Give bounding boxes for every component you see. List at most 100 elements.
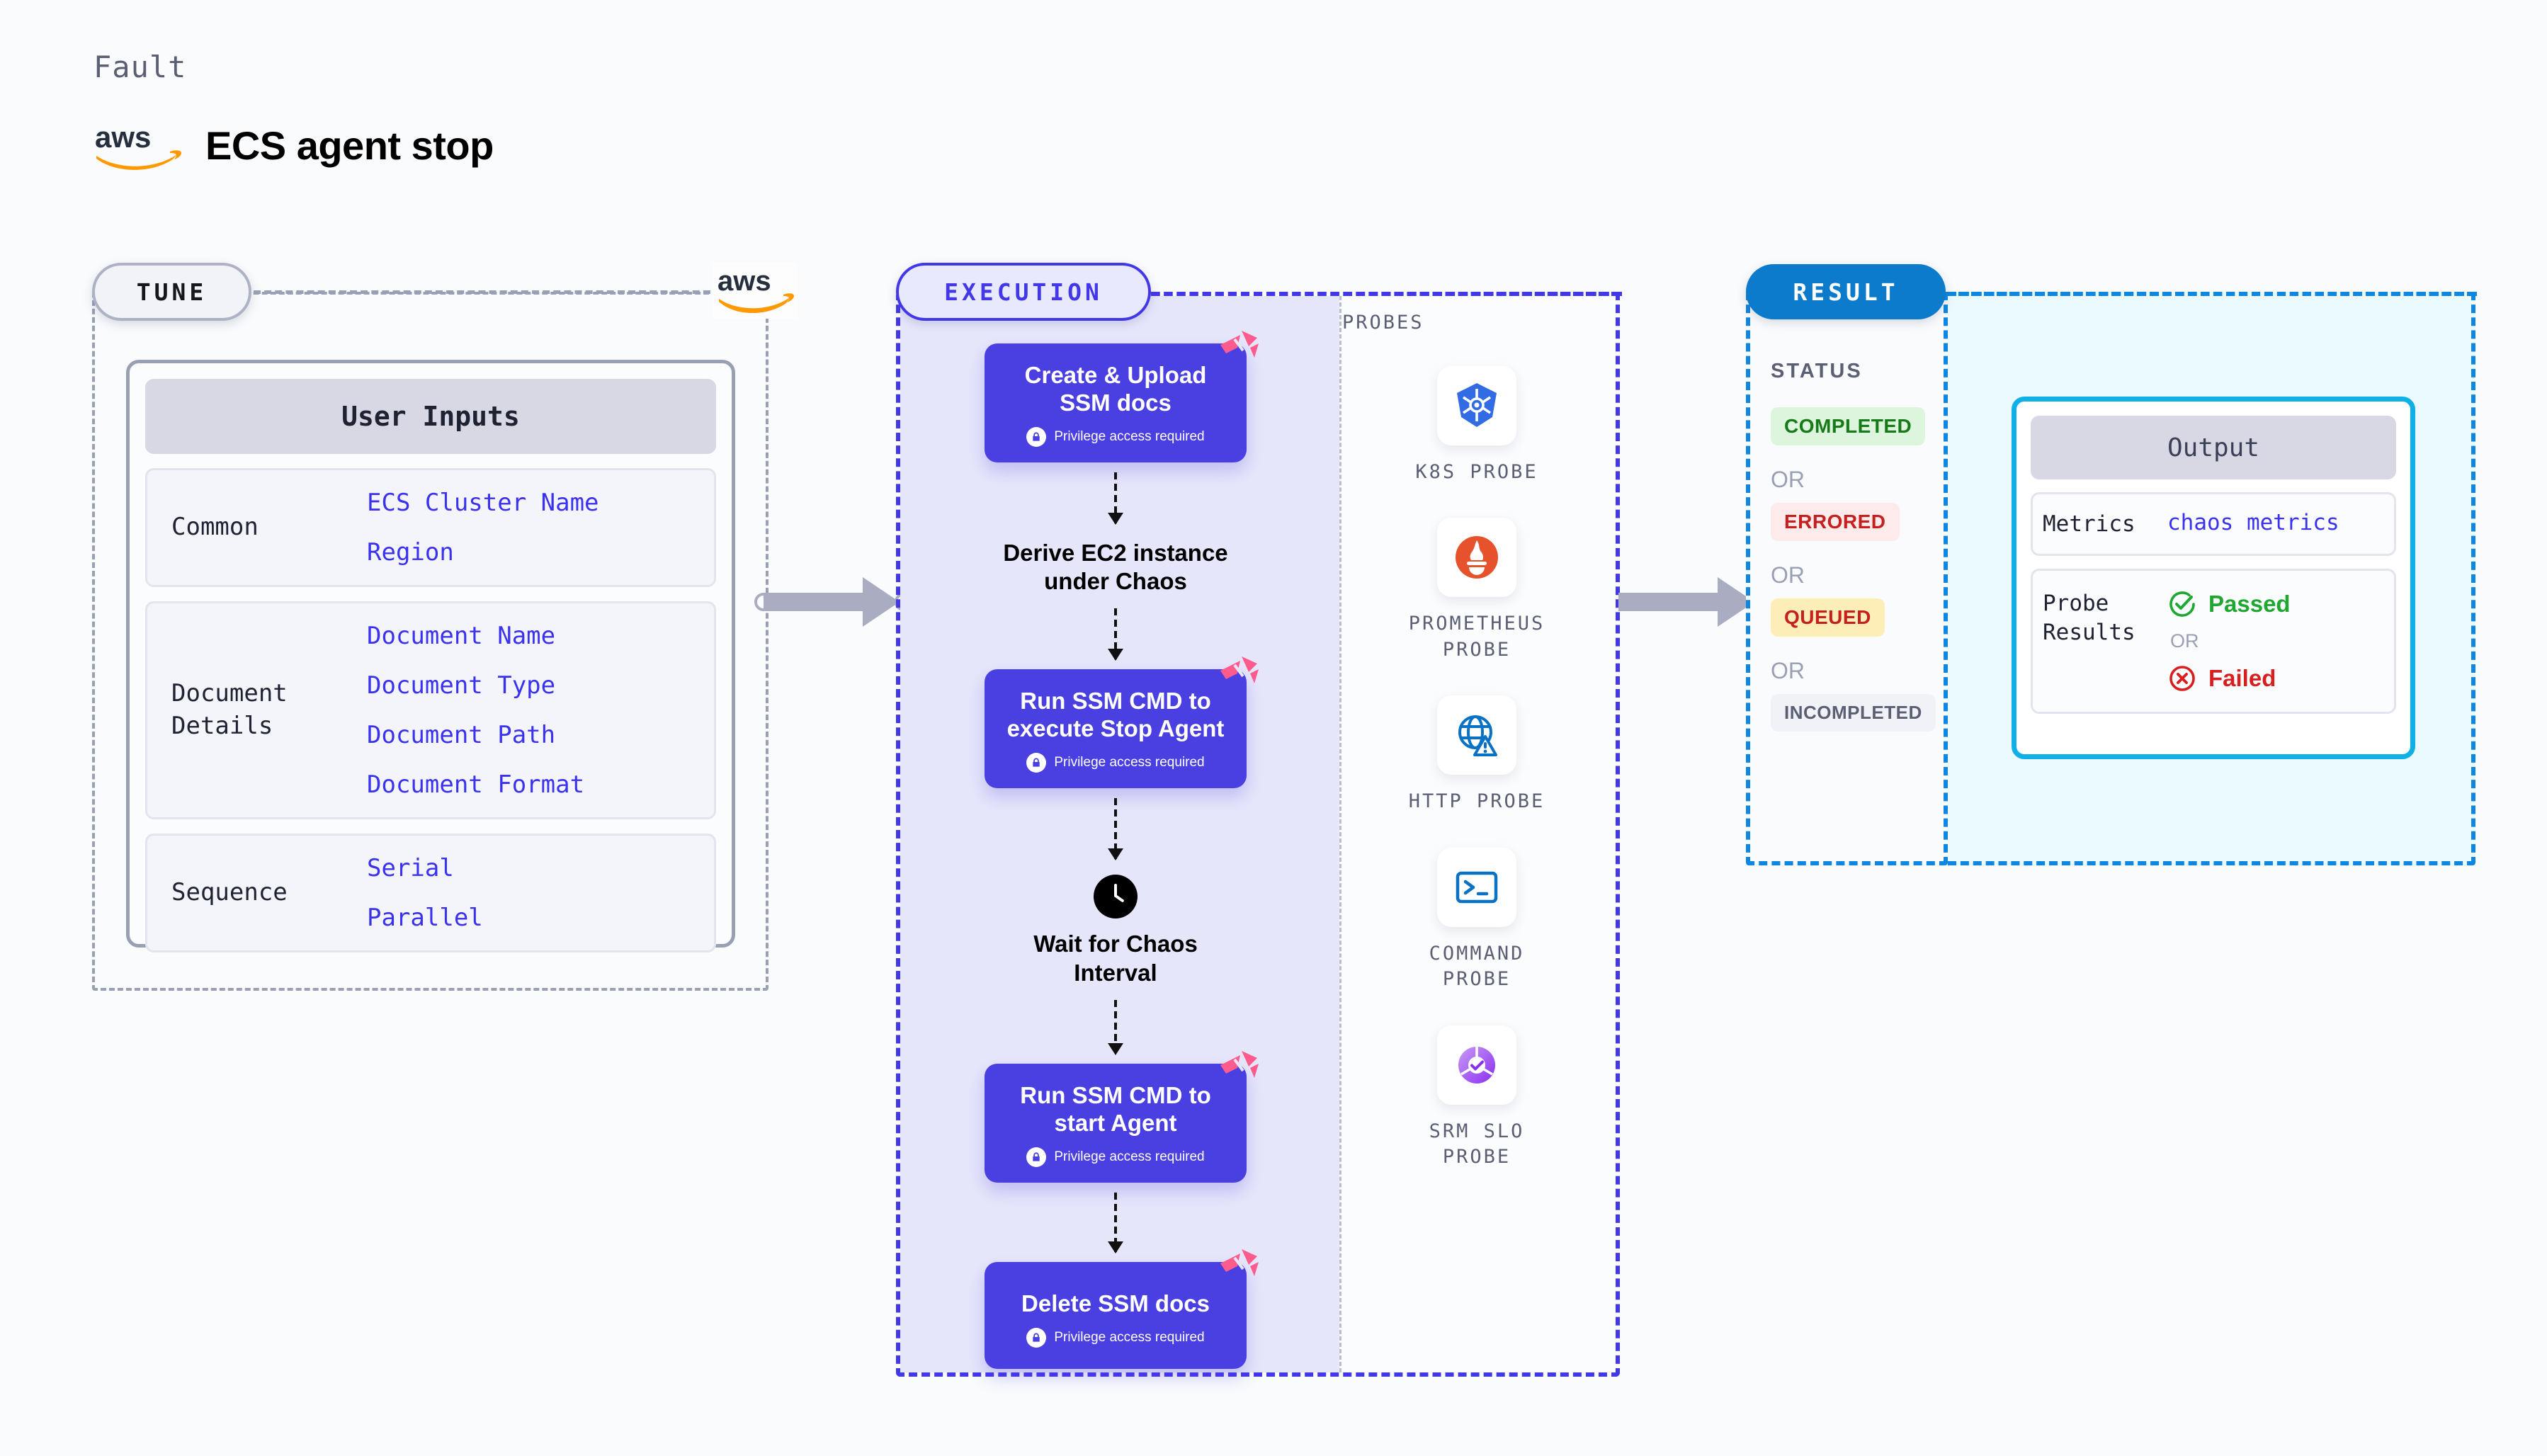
- flow-node-run-ssm-cmd-start-agent[interactable]: Run SSM CMD to start Agent Privilege acc…: [985, 1050, 1259, 1183]
- page-title-row: aws ECS agent stop: [93, 120, 494, 170]
- privilege-note-text: Privilege access required: [1054, 428, 1205, 444]
- user-inputs-title: User Inputs: [145, 379, 716, 454]
- page-title: ECS agent stop: [205, 123, 494, 168]
- probe-label: K8S PROBE: [1415, 461, 1538, 483]
- tune-section-common: Common ECS Cluster Name Region: [145, 468, 716, 587]
- aws-small-logo-icon: aws: [717, 266, 794, 314]
- litmus-chaos-flag-icon: [1220, 1249, 1259, 1276]
- status-or: OR: [1771, 658, 1805, 683]
- tune-value[interactable]: Document Format: [367, 770, 585, 799]
- execution-flow-area: [900, 296, 1339, 1372]
- execution-flow: Create & Upload SSM docs Privilege acces…: [949, 331, 1282, 1369]
- lock-icon: [1026, 1147, 1047, 1167]
- probe-label: PROMETHEUS PROBE: [1408, 613, 1545, 661]
- tune-section-label: Sequence: [171, 878, 288, 907]
- probe-result-failed: Failed: [2167, 664, 2291, 693]
- execution-panel: [896, 292, 1620, 1377]
- tune-value[interactable]: Document Name: [367, 622, 556, 650]
- tune-value[interactable]: Serial: [367, 854, 454, 882]
- flow-node-title: Run SSM CMD to execute Stop Agent: [1006, 688, 1225, 742]
- execution-badge[interactable]: EXECUTION: [896, 263, 1151, 321]
- flow-node-title: Wait for Chaos Interval: [1033, 931, 1198, 986]
- user-inputs-card: User Inputs Common ECS Cluster Name Regi…: [126, 360, 735, 952]
- http-globe-icon: [1437, 695, 1516, 775]
- tune-value[interactable]: Document Path: [367, 721, 556, 749]
- tune-value[interactable]: Parallel: [367, 904, 483, 932]
- flow-node-title: Create & Upload SSM docs: [1024, 362, 1207, 416]
- status-badge-errored: ERRORED: [1771, 503, 1900, 541]
- aws-logo-icon: aws: [95, 120, 181, 170]
- probe-item-prometheus[interactable]: PROMETHEUS PROBE: [1342, 518, 1611, 663]
- flow-connector: [1108, 798, 1123, 861]
- privilege-note-text: Privilege access required: [1054, 1149, 1205, 1164]
- probe-item-srm-slo[interactable]: SRM SLO PROBE: [1342, 1025, 1611, 1171]
- privilege-note: Privilege access required: [997, 753, 1234, 773]
- arrow-shaft: [1618, 593, 1725, 611]
- lock-icon: [1026, 1327, 1047, 1348]
- output-probe-results-row: Probe Results Passed OR Failed: [2031, 569, 2396, 715]
- tune-section-label: Document Details: [171, 679, 288, 740]
- flow-connector: [1108, 999, 1123, 1055]
- tune-section-label: Common: [171, 513, 259, 542]
- result-badge[interactable]: RESULT: [1746, 264, 1946, 319]
- page-eyebrow: Fault: [93, 50, 187, 84]
- privilege-note-text: Privilege access required: [1054, 755, 1205, 770]
- arrow-tune-to-execution: [754, 577, 913, 627]
- tune-value[interactable]: ECS Cluster Name: [367, 489, 599, 517]
- check-circle-icon: [2169, 591, 2195, 618]
- flow-node-wait-for-chaos-interval: Wait for Chaos Interval: [949, 875, 1282, 987]
- status-or: OR: [1771, 562, 1805, 588]
- tune-connector-dash: [254, 290, 721, 294]
- probe-item-k8s[interactable]: K8S PROBE: [1342, 366, 1611, 485]
- flow-connector: [1108, 608, 1123, 661]
- tune-value[interactable]: Document Type: [367, 671, 556, 700]
- status-badge-completed: COMPLETED: [1771, 407, 1926, 445]
- x-circle-icon: [2169, 666, 2195, 692]
- privilege-note-text: Privilege access required: [1054, 1329, 1205, 1345]
- svg-text:aws: aws: [95, 120, 151, 154]
- tune-section-sequence: Sequence Serial Parallel: [145, 834, 716, 952]
- srm-slo-icon: [1437, 1025, 1516, 1105]
- probe-item-command[interactable]: COMMAND PROBE: [1342, 847, 1611, 993]
- flow-node-title: Run SSM CMD to start Agent: [1020, 1081, 1211, 1136]
- tune-badge[interactable]: TUNE: [92, 263, 251, 321]
- probe-result-or: OR: [2170, 630, 2199, 652]
- output-title: Output: [2031, 416, 2396, 479]
- status-or: OR: [1771, 467, 1805, 492]
- flow-node-derive-ec2-instance: Derive EC2 instance under Chaos: [1003, 539, 1228, 595]
- flow-node-run-ssm-cmd-stop-agent[interactable]: Run SSM CMD to execute Stop Agent Privil…: [985, 656, 1259, 789]
- output-probe-results-label: Probe Results: [2043, 591, 2135, 645]
- probes-area: [1339, 296, 1616, 1372]
- probe-result-failed-label: Failed: [2208, 665, 2276, 692]
- status-badge-incompleted: INCOMPLETED: [1771, 694, 1936, 732]
- output-metrics-row: Metrics chaos metrics: [2031, 492, 2396, 557]
- lock-icon: [1026, 753, 1047, 773]
- privilege-note: Privilege access required: [997, 1327, 1234, 1348]
- probe-item-http[interactable]: HTTP PROBE: [1342, 695, 1611, 814]
- terminal-icon: [1437, 847, 1516, 927]
- tune-value[interactable]: Region: [367, 538, 454, 567]
- privilege-note: Privilege access required: [997, 1147, 1234, 1167]
- status-list: STATUS COMPLETED OR ERRORED OR QUEUED OR…: [1771, 360, 1936, 732]
- probes-section: PROBES K8S PROBE: [1342, 312, 1611, 1171]
- litmus-chaos-flag-icon: [1220, 331, 1259, 358]
- flow-node-create-upload-ssm-docs[interactable]: Create & Upload SSM docs Privilege acces…: [985, 331, 1259, 462]
- flow-connector: [1108, 1192, 1123, 1253]
- litmus-chaos-flag-icon: [1220, 1050, 1259, 1078]
- status-badge-queued: QUEUED: [1771, 598, 1885, 637]
- probe-label: COMMAND PROBE: [1429, 942, 1525, 991]
- output-card: Output Metrics chaos metrics Probe Resul…: [2012, 397, 2415, 759]
- arrow-execution-to-result: [1618, 577, 1766, 627]
- flow-node-delete-ssm-docs[interactable]: Delete SSM docs Privilege access require…: [985, 1249, 1259, 1369]
- arrow-shaft: [764, 593, 870, 611]
- flow-node-title: Delete SSM docs: [1021, 1290, 1210, 1316]
- output-metrics-value[interactable]: chaos metrics: [2167, 510, 2339, 535]
- kubernetes-icon: [1437, 366, 1516, 445]
- tune-section-document-details: Document Details Document Name Document …: [145, 601, 716, 819]
- probe-result-passed: Passed: [2167, 589, 2291, 619]
- result-connector-dash: [1946, 292, 2477, 296]
- flow-connector: [1108, 472, 1123, 525]
- execution-connector-dash: [1151, 292, 1622, 296]
- probe-result-passed-label: Passed: [2208, 591, 2291, 618]
- result-status-panel: [1746, 292, 1948, 865]
